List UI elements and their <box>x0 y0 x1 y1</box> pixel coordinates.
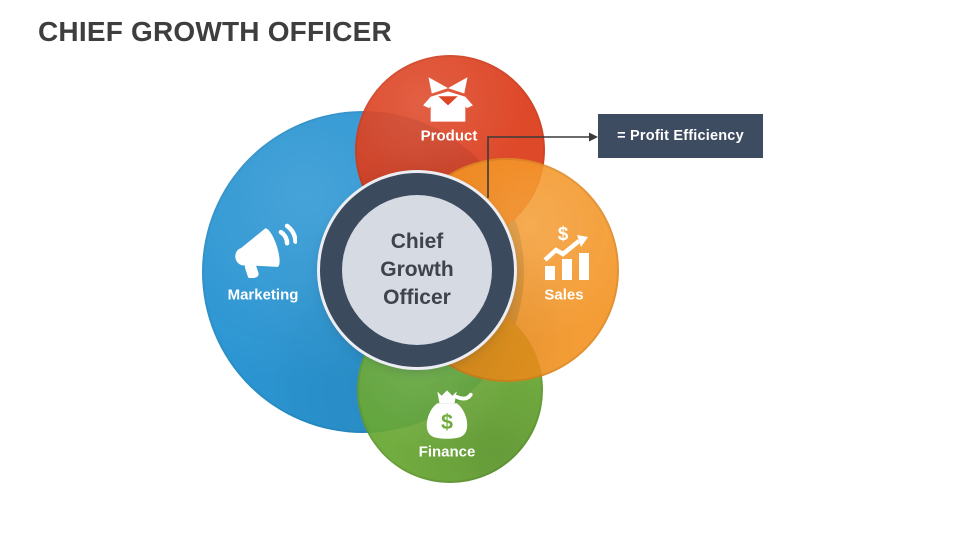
center-circle-inner: Chief Growth Officer <box>342 195 492 345</box>
svg-text:$: $ <box>441 410 453 434</box>
center-title-line: Chief <box>390 230 444 253</box>
profit-efficiency-label: = Profit Efficiency <box>617 128 744 144</box>
money-bag-icon: $ <box>426 390 473 439</box>
finance-label: Finance <box>418 443 476 461</box>
center-title-line: Growth <box>380 258 454 281</box>
profit-efficiency-callout: = Profit Efficiency <box>598 114 763 158</box>
svg-text:$: $ <box>558 224 569 245</box>
sales-label: Sales <box>544 286 584 304</box>
product-label: Product <box>420 127 478 145</box>
megaphone-icon <box>235 223 297 278</box>
bar-chart-growth-icon: $ <box>543 224 589 280</box>
center-title-line: Officer <box>383 286 451 309</box>
open-box-icon <box>423 77 473 122</box>
marketing-label: Marketing <box>227 286 299 304</box>
center-circle: Chief Growth Officer <box>320 173 514 367</box>
page-title: CHIEF GROWTH OFFICER <box>38 16 392 47</box>
